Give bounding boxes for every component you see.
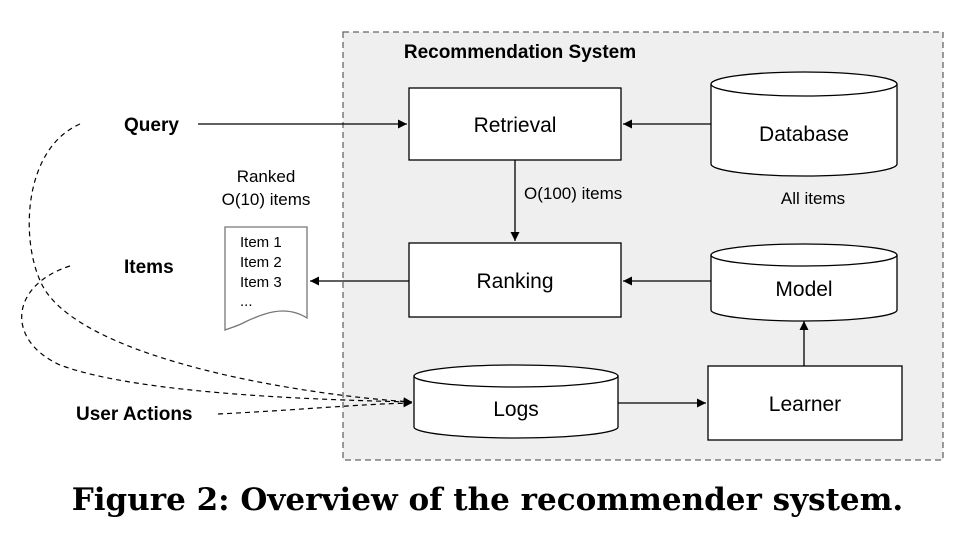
model-cylinder: [710, 243, 898, 322]
query-label: Query: [124, 115, 179, 136]
retrieval-box: [408, 87, 622, 161]
dashed-user-actions-to-logs: [217, 398, 413, 415]
items-label: Items: [124, 257, 174, 278]
recommender-diagram: Recommendation System Retrieval Ranking …: [21, 31, 944, 461]
model-label: Model: [775, 278, 832, 301]
retrieval-label: Retrieval: [474, 114, 557, 137]
database-cylinder: [710, 71, 898, 177]
database-caption: All items: [781, 189, 845, 208]
ranked-label-line1: Ranked: [237, 167, 296, 186]
logs-label: Logs: [493, 398, 539, 421]
ranked-label-line2: O(10) items: [222, 190, 311, 209]
ranking-box: [408, 242, 622, 318]
dashed-query-to-logs: [28, 123, 413, 406]
dashed-items-to-logs: [21, 265, 413, 406]
retrieval-to-ranking-label: O(100) items: [524, 184, 622, 203]
ranked-item-3: Item 3: [240, 274, 282, 291]
learner-label: Learner: [769, 393, 841, 416]
learner-box: [707, 365, 903, 441]
ranked-item-1: Item 1: [240, 234, 282, 251]
ranking-label: Ranking: [476, 270, 553, 293]
figure-caption: Figure 2: Overview of the recommender sy…: [71, 482, 904, 518]
logs-cylinder: [413, 364, 619, 439]
ranked-items-document: [224, 226, 308, 331]
database-label: Database: [759, 123, 849, 146]
user-actions-label: User Actions: [76, 404, 193, 425]
ranked-item-more: ...: [240, 293, 253, 310]
system-label: Recommendation System: [404, 42, 636, 63]
ranked-item-2: Item 2: [240, 254, 282, 271]
